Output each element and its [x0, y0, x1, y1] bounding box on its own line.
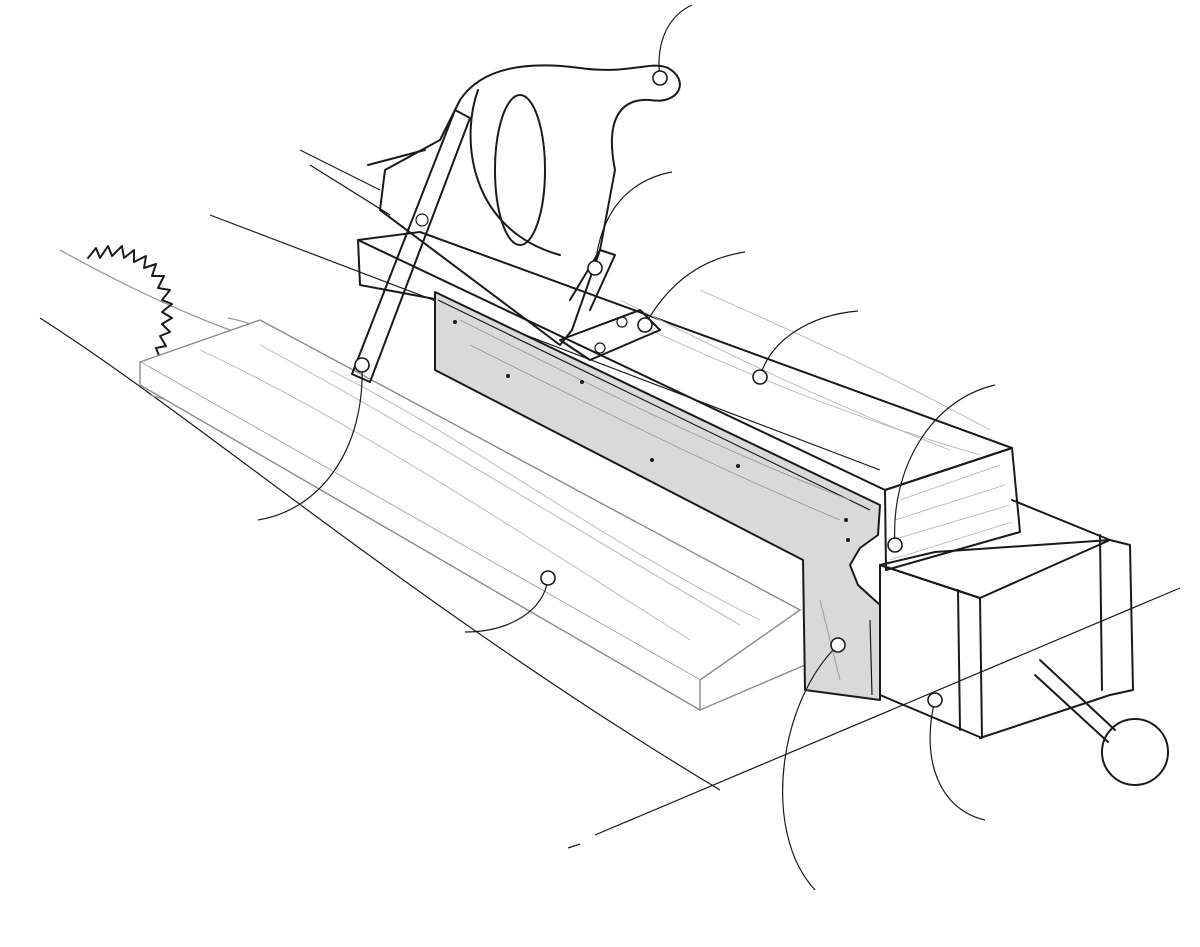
callout-dot: [540, 570, 556, 586]
offcut-board: [138, 319, 806, 712]
support-arm: [351, 109, 471, 383]
bench-lines: [39, 149, 1181, 849]
callout-leaders: [257, 4, 996, 891]
callout-dot: [354, 357, 370, 373]
callout-dot: [830, 637, 846, 653]
callout-dot: [752, 369, 768, 385]
callout-dot: [652, 70, 668, 86]
callout-dots: [354, 70, 943, 708]
hand-saw: [351, 64, 681, 383]
nail-holes: [453, 320, 850, 542]
fence-board: [434, 291, 881, 701]
hinge: [559, 309, 661, 361]
vise-handle-knob: [1101, 718, 1169, 786]
bench-vise: [879, 499, 1169, 786]
callout-dot: [637, 317, 653, 333]
callout-dot: [887, 537, 903, 553]
callout-dot: [587, 260, 603, 276]
callout-dot: [927, 692, 943, 708]
